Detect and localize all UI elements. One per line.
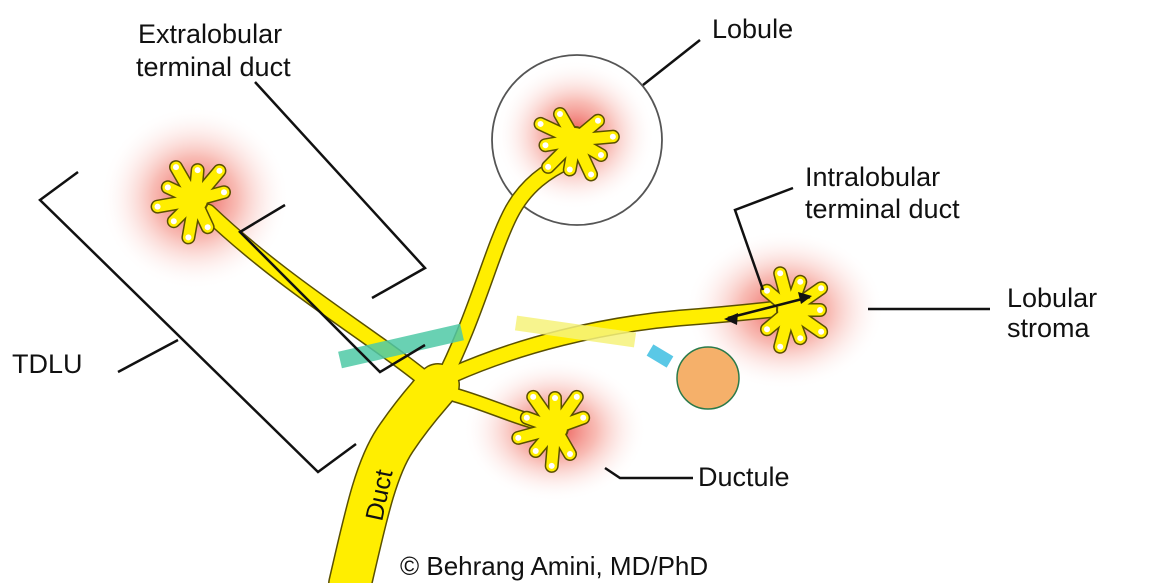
lobule-core — [563, 128, 587, 152]
bud-lumen — [797, 279, 803, 285]
bud-lumen — [817, 307, 823, 313]
bud-lumen — [171, 218, 177, 224]
credit-text: © Behrang Amini, MD/PhD — [400, 551, 708, 581]
bud-lumen — [764, 326, 770, 332]
label-ductule: Ductule — [698, 462, 790, 492]
bud-lumen — [545, 164, 551, 170]
lobule-core — [543, 416, 567, 440]
bud-lumen — [216, 168, 222, 174]
bud-lumen — [552, 395, 558, 401]
bud-lumen — [195, 167, 201, 173]
label-stroma: stroma — [1007, 313, 1091, 343]
label-lobule: Lobule — [712, 14, 793, 44]
bud-lumen — [524, 415, 530, 421]
bud-lumen — [764, 288, 770, 294]
bud-lumen — [574, 394, 580, 400]
label-lobular: Lobular — [1007, 283, 1097, 313]
bud-lumen — [542, 142, 548, 148]
bud-lumen — [797, 335, 803, 341]
label-terminal-duct-1: terminal duct — [136, 52, 291, 82]
orange-circle — [677, 347, 739, 409]
bud-lumen — [165, 184, 171, 190]
bud-lumen — [205, 224, 211, 230]
bud-lumen — [173, 164, 179, 170]
label-terminal-duct-2: terminal duct — [805, 194, 960, 224]
bud-lumen — [221, 189, 227, 195]
bud-lumen — [777, 270, 783, 276]
lobule-core — [183, 188, 207, 212]
leader-tdlu — [118, 340, 178, 372]
label-intralobular: Intralobular — [805, 162, 940, 192]
bud-lumen — [818, 285, 824, 291]
leader-lobule — [643, 40, 700, 85]
bud-lumen — [530, 394, 536, 400]
blue-bar — [650, 350, 670, 362]
bud-lumen — [567, 167, 573, 173]
bud-lumen — [595, 118, 601, 124]
bud-lumen — [538, 121, 544, 127]
bud-lumen — [818, 329, 824, 335]
bud-lumen — [533, 448, 539, 454]
bud-lumen — [567, 451, 573, 457]
label-tdlu: TDLU — [12, 349, 83, 379]
label-extralobular: Extralobular — [138, 19, 282, 49]
bud-lumen — [777, 344, 783, 350]
bud-lumen — [580, 415, 586, 421]
bud-lumen — [557, 111, 563, 117]
bud-lumen — [155, 204, 161, 210]
bud-lumen — [515, 435, 521, 441]
bud-lumen — [610, 134, 616, 140]
bud-lumen — [185, 234, 191, 240]
bud-lumen — [588, 171, 594, 177]
bud-lumen — [598, 152, 604, 158]
bud-lumen — [549, 463, 555, 469]
